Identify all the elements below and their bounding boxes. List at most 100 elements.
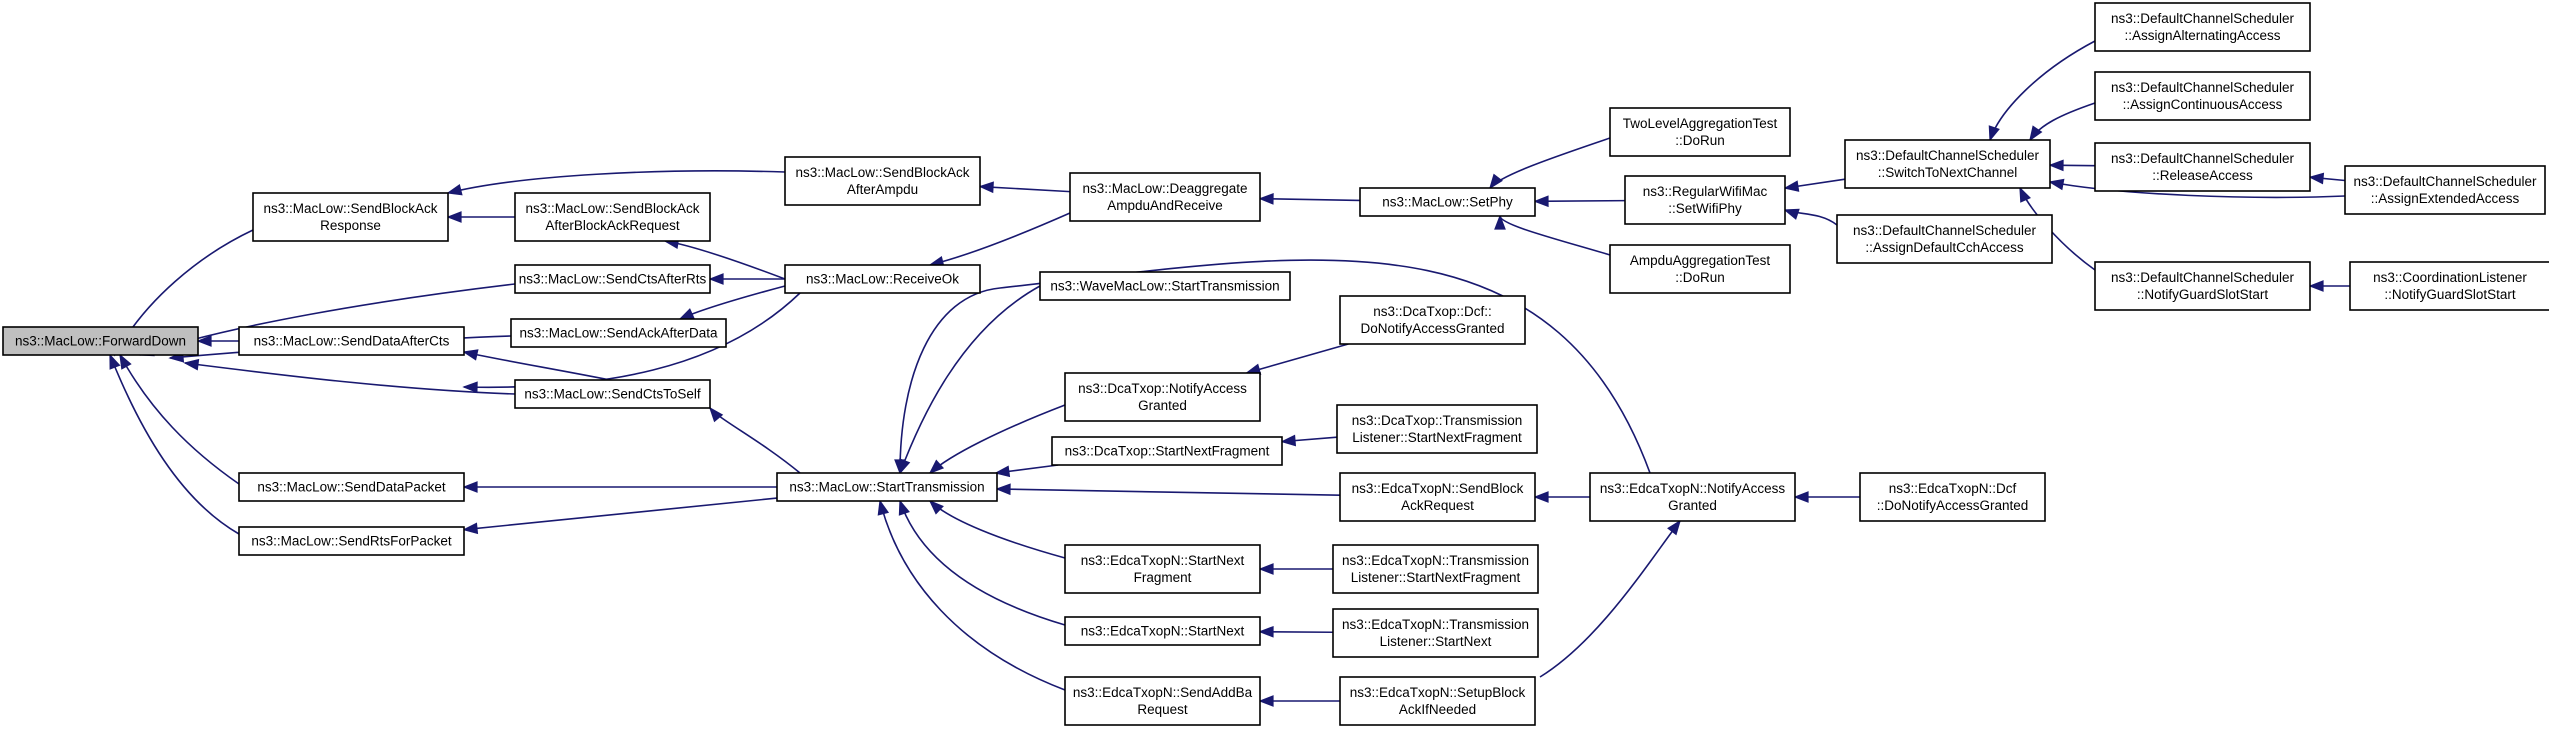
node-box	[2094, 71, 2311, 121]
node-n31[interactable]: ns3::EdcaTxopN::NotifyAccessGranted	[1589, 472, 1796, 522]
node-label-line: ns3::RegularWifiMac	[1643, 184, 1768, 199]
node-n4[interactable]: ns3::MacLow::SendCtsAfterRts	[514, 264, 711, 294]
node-n32[interactable]: ns3::EdcaTxopN::Dcf::DoNotifyAccessGrant…	[1859, 472, 2046, 522]
node-n29[interactable]: ns3::DcaTxop::TransmissionListener::Star…	[1336, 404, 1538, 454]
node-label-line: ns3::DefaultChannelScheduler	[2111, 11, 2295, 26]
node-box	[1609, 244, 1791, 294]
edge-n35-to-n24	[898, 499, 1066, 626]
node-label-line: ::DoRun	[1675, 270, 1725, 285]
node-label-line: ns3::EdcaTxopN::SendAddBa	[1073, 685, 1253, 700]
node-n10[interactable]: ns3::MacLow::ReceiveOk	[784, 264, 981, 294]
node-n22[interactable]: ns3::DefaultChannelScheduler::NotifyGuar…	[2094, 261, 2311, 311]
node-label-line: ns3::MacLow::ReceiveOk	[806, 272, 959, 287]
node-n16[interactable]: ns3::DefaultChannelScheduler::SwitchToNe…	[1844, 139, 2051, 189]
node-n21[interactable]: ns3::DefaultChannelScheduler::AssignExte…	[2344, 165, 2546, 215]
edge-n8-to-n0	[119, 353, 240, 485]
node-n34[interactable]: ns3::EdcaTxopN::TransmissionListener::St…	[1332, 544, 1539, 594]
node-n13[interactable]: TwoLevelAggregationTest::DoRun	[1609, 107, 1791, 157]
node-box	[2094, 261, 2311, 311]
node-label-line: ::NotifyGuardSlotStart	[2384, 287, 2516, 302]
edge-n31-to-n30	[1533, 491, 1590, 503]
node-n24[interactable]: ns3::MacLow::StartTransmission	[776, 472, 998, 502]
edge-n37-to-n24	[877, 499, 1066, 691]
node-label-line: ::DoNotifyAccessGranted	[1877, 498, 2029, 513]
node-box	[1051, 436, 1283, 466]
edge-n28-to-n24	[994, 464, 1059, 478]
edge-n24-to-n9	[462, 497, 778, 535]
edge-n11-to-n3	[978, 181, 1071, 194]
node-label-line: ::SwitchToNextChannel	[1878, 165, 2018, 180]
node-box	[1589, 472, 1796, 522]
node-label-line: Granted	[1668, 498, 1717, 513]
node-n2[interactable]: ns3::MacLow::SendBlockAckAfterBlockAckRe…	[514, 192, 711, 242]
node-box	[784, 264, 981, 294]
node-box	[1332, 544, 1539, 594]
node-label-line: ns3::EdcaTxopN::StartNext	[1081, 553, 1245, 568]
edge-n15-to-n12	[1494, 214, 1611, 256]
node-box	[1339, 295, 1526, 345]
node-n9[interactable]: ns3::MacLow::SendRtsForPacket	[238, 526, 465, 556]
node-n8[interactable]: ns3::MacLow::SendDataPacket	[238, 472, 465, 502]
node-label-line: TwoLevelAggregationTest	[1623, 116, 1778, 131]
node-label-line: ns3::MacLow::SendBlockAck	[263, 201, 437, 216]
node-n35[interactable]: ns3::EdcaTxopN::StartNext	[1064, 616, 1261, 646]
node-label-line: ::AssignContinuousAccess	[2123, 97, 2283, 112]
node-n19[interactable]: ns3::DefaultChannelScheduler::AssignCont…	[2094, 71, 2311, 121]
node-label-line: ns3::WaveMacLow::StartTransmission	[1050, 279, 1279, 294]
node-n5[interactable]: ns3::MacLow::SendAckAfterData	[510, 318, 727, 348]
edge-n23-to-n22	[2308, 280, 2350, 292]
node-label-line: AmpduAggregationTest	[1630, 253, 1771, 268]
node-n15[interactable]: AmpduAggregationTest::DoRun	[1609, 244, 1791, 294]
node-n36[interactable]: ns3::EdcaTxopN::TransmissionListener::St…	[1332, 608, 1539, 658]
node-label-line: ::DoRun	[1675, 133, 1725, 148]
node-label-line: ::SetWifiPhy	[1668, 201, 1742, 216]
edge-n10-to-n4	[708, 273, 785, 285]
node-n6[interactable]: ns3::MacLow::SendDataAfterCts	[238, 326, 465, 356]
edge-n26-to-n24	[928, 404, 1066, 475]
node-label-line: ns3::MacLow::SendAckAfterData	[519, 326, 718, 341]
node-label-line: Fragment	[1134, 570, 1192, 585]
edge-n36-to-n35	[1258, 625, 1334, 638]
node-box	[2349, 261, 2549, 311]
edge-n25-to-n24	[899, 285, 1041, 475]
edge-n14-to-n12	[1533, 195, 1626, 208]
node-box	[1064, 616, 1261, 646]
node-n14[interactable]: ns3::RegularWifiMac::SetWifiPhy	[1624, 175, 1786, 225]
edge-n32-to-n31	[1793, 491, 1860, 503]
node-n25[interactable]: ns3::WaveMacLow::StartTransmission	[1039, 271, 1291, 301]
node-n26[interactable]: ns3::DcaTxop::NotifyAccessGranted	[1064, 372, 1261, 422]
node-box	[1836, 214, 2053, 264]
node-n23[interactable]: ns3::CoordinationListener::NotifyGuardSl…	[2349, 261, 2549, 311]
edge-n17-to-n14	[1783, 208, 1838, 226]
node-label-line: DoNotifyAccessGranted	[1360, 321, 1504, 336]
node-n33[interactable]: ns3::EdcaTxopN::StartNextFragment	[1064, 544, 1261, 594]
node-label-line: Request	[1137, 702, 1188, 717]
node-n27[interactable]: ns3::DcaTxop::Dcf::DoNotifyAccessGranted	[1339, 295, 1526, 345]
edge-n27-to-n26	[1245, 343, 1349, 375]
node-box	[1336, 404, 1538, 454]
node-n12[interactable]: ns3::MacLow::SetPhy	[1359, 187, 1536, 217]
node-box	[514, 192, 711, 242]
node-n18[interactable]: ns3::DefaultChannelScheduler::AssignAlte…	[2094, 2, 2311, 52]
node-n17[interactable]: ns3::DefaultChannelScheduler::AssignDefa…	[1836, 214, 2053, 264]
node-label-line: AckIfNeeded	[1399, 702, 1476, 717]
node-n28[interactable]: ns3::DcaTxop::StartNextFragment	[1051, 436, 1283, 466]
node-label-line: AckRequest	[1401, 498, 1474, 513]
node-n0[interactable]: ns3::MacLow::ForwardDown	[2, 326, 199, 356]
node-n20[interactable]: ns3::DefaultChannelScheduler::ReleaseAcc…	[2094, 142, 2311, 192]
node-label-line: ns3::MacLow::SendCtsToSelf	[524, 387, 701, 402]
edge-n31-to-n24	[894, 259, 1651, 475]
node-label-line: ns3::MacLow::SendDataPacket	[257, 480, 446, 495]
node-label-line: ::AssignAlternatingAccess	[2124, 28, 2280, 43]
node-label-line: ns3::EdcaTxopN::Transmission	[1342, 617, 1529, 632]
node-box	[1064, 676, 1261, 726]
edge-n29-to-n28	[1280, 434, 1338, 447]
edge-n9-to-n0	[109, 353, 240, 535]
node-n7[interactable]: ns3::MacLow::SendCtsToSelf	[514, 379, 711, 409]
